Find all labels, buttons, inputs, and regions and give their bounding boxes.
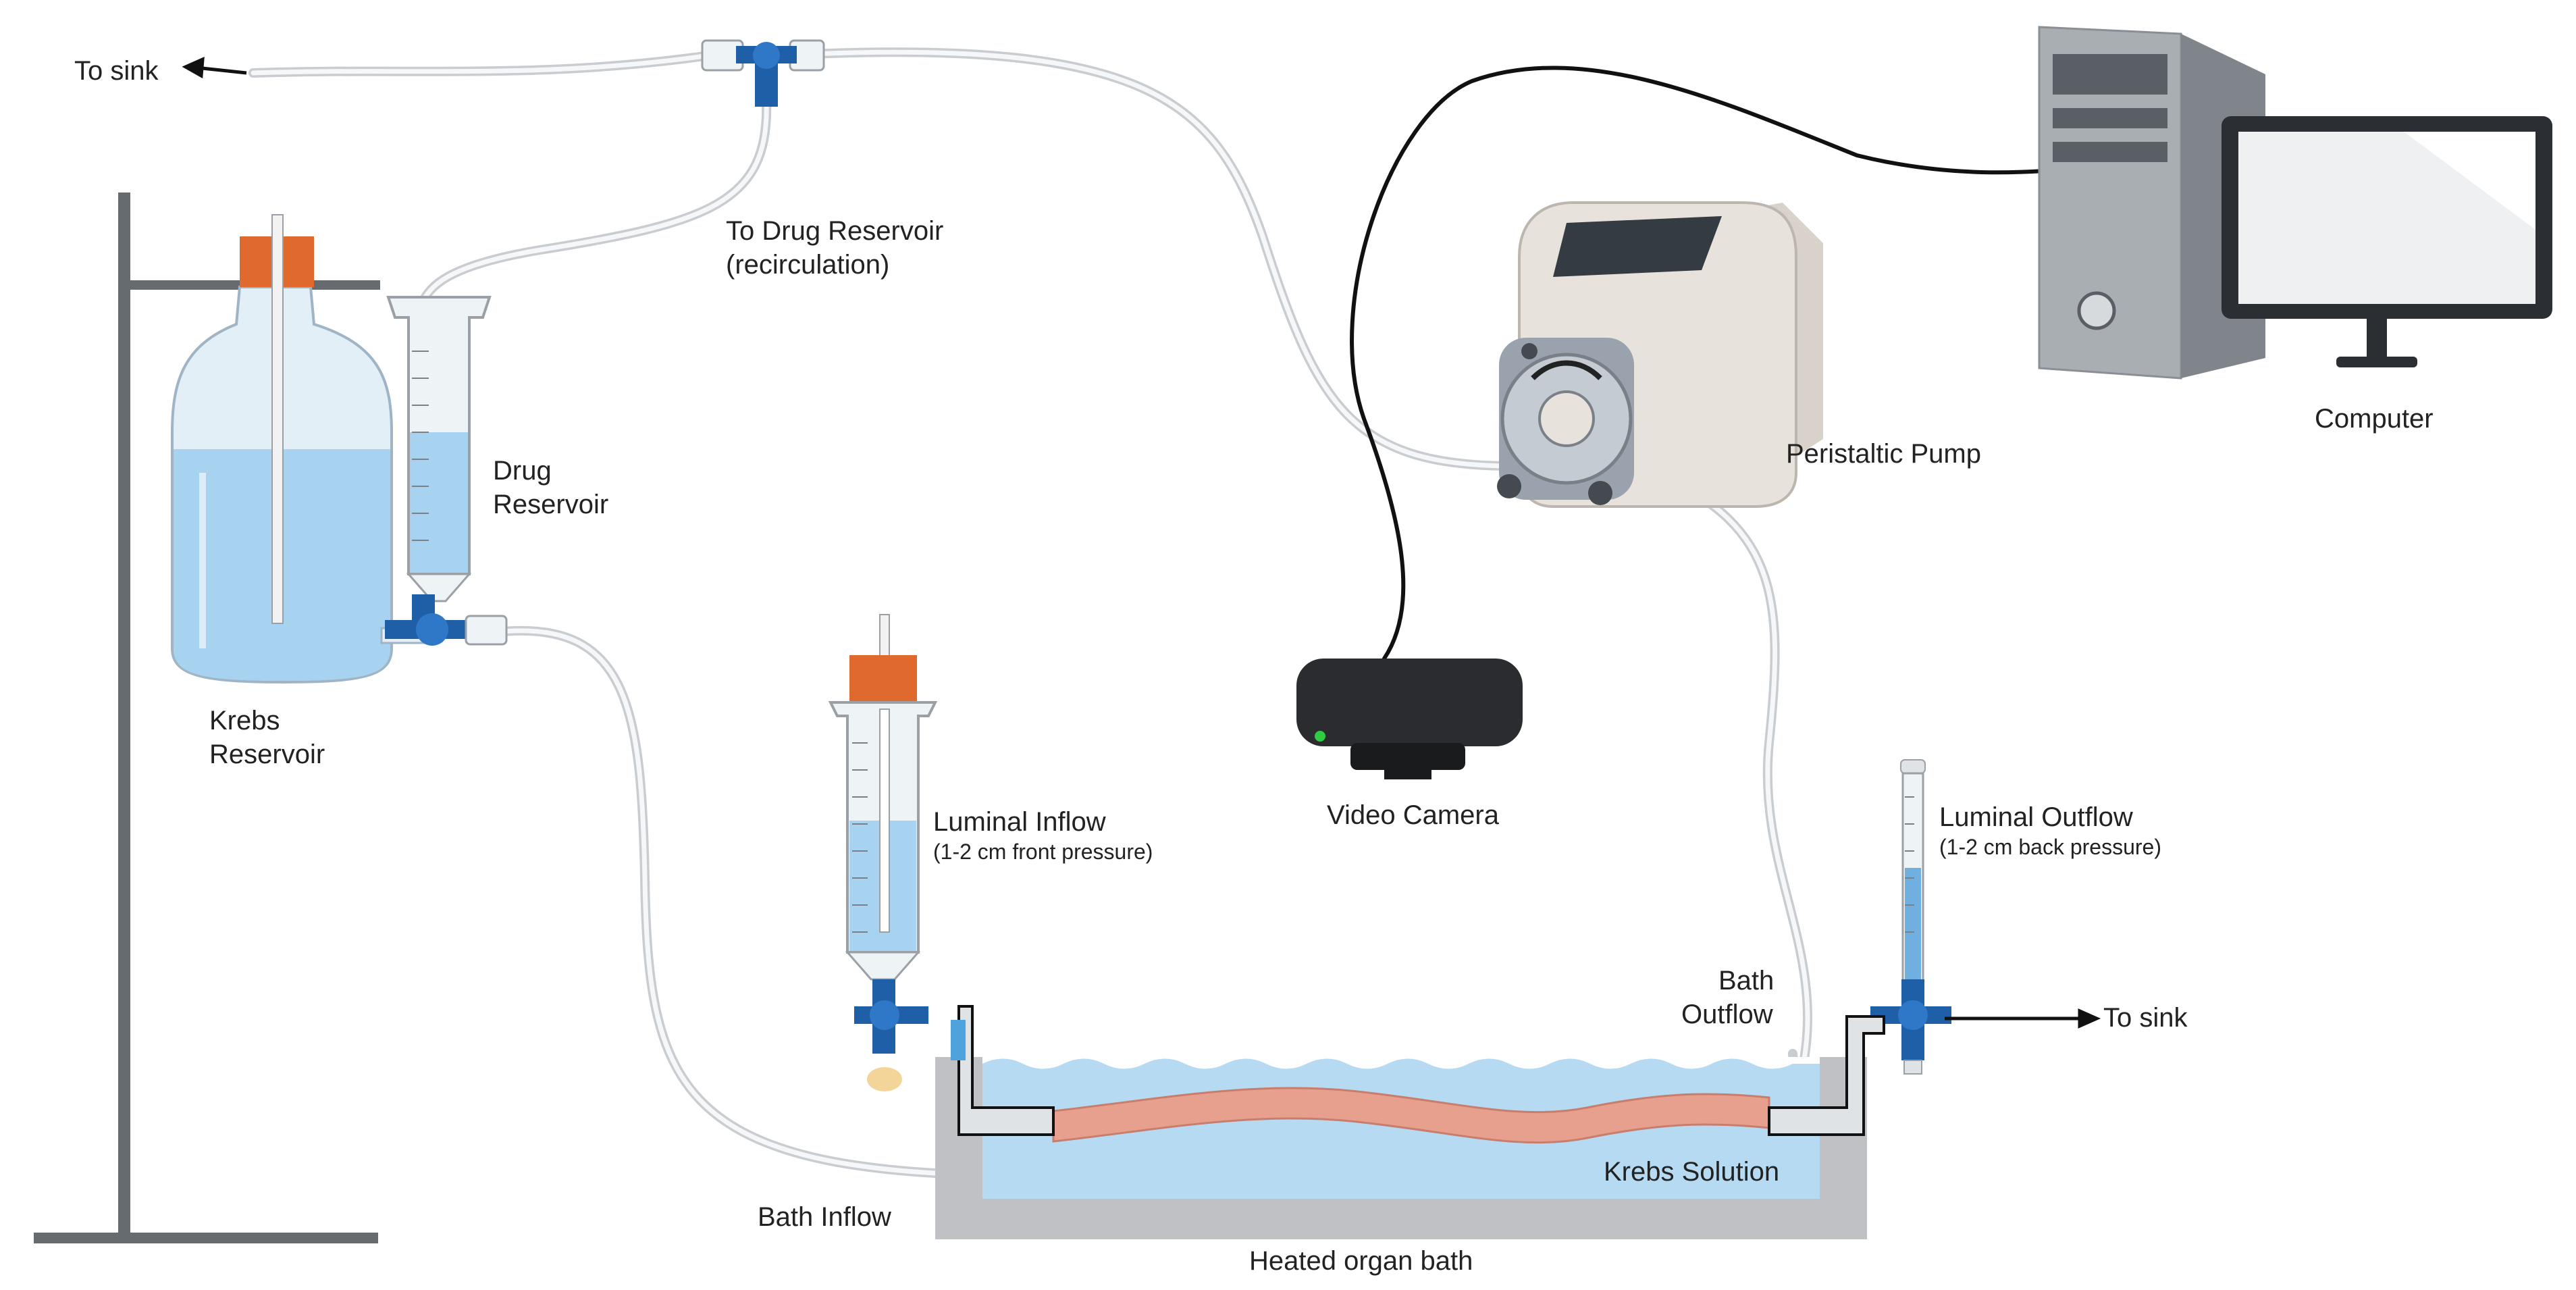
tube-recirculation: [414, 97, 772, 322]
peristaltic-pump: [1497, 201, 1823, 508]
label-to-sink-top: To sink: [74, 56, 159, 86]
luminal-inflow-syringe: [828, 614, 938, 1091]
tubing: [248, 47, 2149, 1180]
drug-reservoir-syringe: [386, 296, 492, 602]
computer: [2038, 26, 2552, 380]
label-drug: Drug: [493, 456, 552, 486]
label-luminal-inflow-note: (1-2 cm front pressure): [933, 840, 1153, 864]
organ-bath: [935, 1005, 1885, 1239]
label-peristaltic-pump: Peristaltic Pump: [1786, 439, 1981, 469]
label-bath-outflow: Outflow: [1681, 1000, 1773, 1029]
label-computer: Computer: [2315, 404, 2434, 434]
video-camera: [1296, 659, 1523, 779]
label-drug-reservoir: Reservoir: [493, 490, 608, 519]
stopcock-krebs[interactable]: [385, 594, 508, 646]
label-luminal-outflow-note: (1-2 cm back pressure): [1939, 835, 2161, 859]
labels: To sink To Drug Reservoir (recirculation…: [74, 56, 2434, 1276]
arrows: [182, 57, 2101, 1029]
stopcock-top[interactable]: [701, 39, 825, 107]
label-to-drug-reservoir: To Drug Reservoir: [726, 216, 943, 246]
label-to-sink-right: To sink: [2103, 1003, 2188, 1033]
luminal-outflow-tube: [1870, 759, 1951, 1075]
label-krebs-solution: Krebs Solution: [1604, 1157, 1779, 1187]
label-bath: Bath: [1718, 966, 1774, 996]
ring-stand: [34, 192, 380, 1243]
arrow-to-sink-top: [195, 66, 247, 75]
label-krebs-reservoir: Reservoir: [209, 740, 325, 769]
label-video-camera: Video Camera: [1327, 800, 1500, 830]
label-bath-inflow: Bath Inflow: [758, 1202, 891, 1232]
label-recirculation: (recirculation): [726, 250, 889, 280]
krebs-reservoir-bottle: [171, 214, 430, 684]
tube-stopcock-to-pump: [806, 47, 1517, 471]
label-luminal-outflow: Luminal Outflow: [1939, 802, 2133, 832]
label-luminal-inflow: Luminal Inflow: [933, 807, 1106, 837]
label-krebs: Krebs: [209, 706, 280, 736]
camera-cable: [1350, 66, 2149, 661]
label-heated-organ-bath: Heated organ bath: [1249, 1246, 1473, 1276]
